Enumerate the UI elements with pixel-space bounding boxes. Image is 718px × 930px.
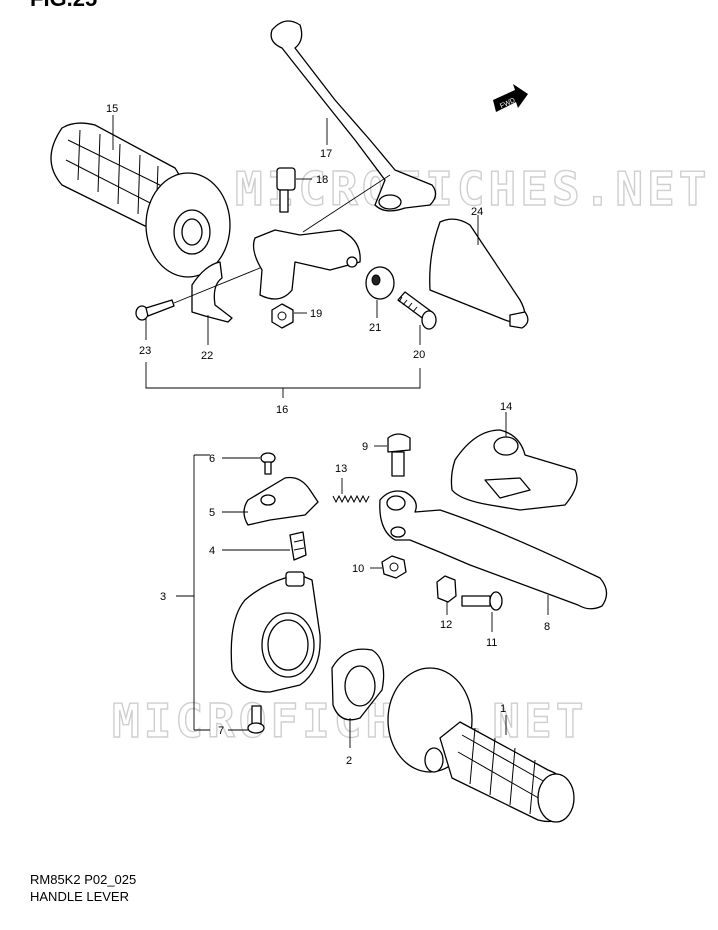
callout-19: 19	[310, 308, 322, 320]
part-3-housing	[176, 454, 321, 731]
callout-11: 11	[486, 637, 497, 649]
callout-1: 1	[500, 703, 506, 715]
part-18-bolt	[276, 167, 312, 213]
part-9-bolt	[374, 433, 411, 477]
part-10-nut	[370, 555, 407, 579]
callout-24: 24	[471, 206, 483, 218]
callout-3: 3	[160, 591, 166, 603]
fwd-arrow-icon: FWD	[493, 84, 528, 112]
watermark-top: MICROFICHES.NET	[235, 162, 710, 216]
part-14-lever-cover	[450, 412, 578, 511]
callout-17: 17	[320, 148, 332, 160]
callout-18: 18	[316, 174, 328, 186]
part-6-screw	[222, 452, 276, 475]
part-7-screw	[228, 705, 265, 734]
callout-23: 23	[139, 345, 151, 357]
part-16-bracket	[145, 362, 421, 398]
callout-22: 22	[201, 350, 213, 362]
part-8-lever	[379, 490, 608, 615]
figure-title: FIG.25	[30, 0, 97, 12]
part-21-adjuster	[365, 266, 395, 318]
callout-16: 16	[276, 404, 288, 416]
callout-2: 2	[346, 755, 352, 767]
diagram-name: HANDLE LEVER	[30, 889, 129, 904]
part-17-lever	[270, 20, 437, 212]
part-13-spring	[332, 478, 370, 504]
callout-4: 4	[209, 545, 215, 557]
callout-14: 14	[500, 401, 512, 413]
callout-8: 8	[544, 621, 550, 633]
part-12-nut	[436, 575, 457, 615]
part-22-clamp	[191, 261, 233, 345]
part-15-grip	[50, 115, 231, 278]
callout-10: 10	[352, 563, 364, 575]
callout-12: 12	[440, 619, 452, 631]
callout-9: 9	[362, 441, 368, 453]
part-24-cover	[429, 215, 529, 329]
part-4-clip	[222, 531, 307, 561]
lever-perch	[252, 174, 391, 300]
part-11-bolt	[461, 591, 503, 632]
callout-20: 20	[413, 349, 425, 361]
part-20-cable-adjuster	[397, 291, 437, 345]
part-5-holder	[222, 476, 319, 526]
diagram-code: RM85K2 P02_025	[30, 872, 137, 887]
part-19-nut	[271, 303, 307, 329]
part-1-grip	[387, 667, 575, 823]
part-2-plate	[331, 648, 385, 748]
callout-15: 15	[106, 103, 118, 115]
callout-6: 6	[209, 453, 215, 465]
callout-5: 5	[209, 507, 215, 519]
callout-21: 21	[369, 322, 381, 334]
part-23-screw	[135, 267, 261, 340]
callout-7: 7	[218, 725, 224, 737]
callout-13: 13	[335, 463, 347, 475]
